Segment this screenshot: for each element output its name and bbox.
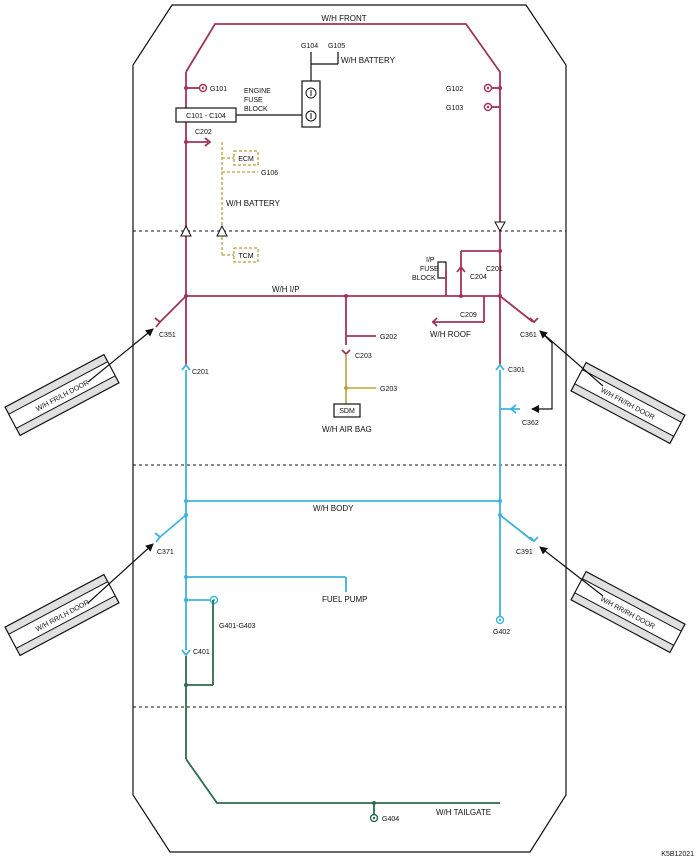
label-wh-front: W/H FRONT bbox=[321, 14, 366, 23]
direction-triangle-right bbox=[494, 221, 506, 233]
label-g104: G104 bbox=[301, 43, 318, 50]
harness-tailgate bbox=[184, 600, 500, 823]
module-tcm bbox=[233, 247, 259, 263]
label-c391: C391 bbox=[516, 549, 533, 556]
vehicle-outline bbox=[132, 4, 567, 853]
label-c201-left: C201 bbox=[192, 369, 209, 376]
ip-fuse-label-3: BLOCK bbox=[412, 275, 436, 282]
label-c371: C371 bbox=[157, 549, 174, 556]
label-wh-battery-mid: W/H BATTERY bbox=[226, 199, 281, 208]
engine-fuse-block bbox=[301, 52, 339, 128]
door-fr-lh: W/H FR/LH DOOR bbox=[4, 328, 154, 437]
engine-fuse-label-1: ENGINE bbox=[244, 88, 271, 95]
label-g101: G101 bbox=[210, 86, 227, 93]
module-sdm bbox=[333, 403, 361, 418]
label-g202: G202 bbox=[380, 334, 397, 341]
label-wh-roof: W/H ROOF bbox=[430, 330, 471, 339]
label-wh-body: W/H BODY bbox=[313, 504, 354, 513]
label-g105: G105 bbox=[328, 43, 345, 50]
harness-battery bbox=[216, 142, 259, 263]
connector-c101-c104-label: C101 - C104 bbox=[186, 113, 226, 120]
label-c203: C203 bbox=[355, 353, 372, 360]
door-rr-rh: W/H RR/RH DOOR bbox=[539, 546, 686, 654]
module-ecm bbox=[233, 150, 259, 166]
label-g103: G103 bbox=[446, 105, 463, 112]
label-wh-airbag: W/H AIR BAG bbox=[322, 425, 372, 434]
harness-front bbox=[180, 23, 506, 365]
label-wh-ip: W/H I/P bbox=[272, 285, 300, 294]
harness-airbag bbox=[333, 354, 376, 418]
label-c361: C361 bbox=[520, 332, 537, 339]
engine-fuse-label-3: BLOCK bbox=[244, 106, 268, 113]
ip-fuse-label-2: FUSE bbox=[420, 266, 439, 273]
label-g203: G203 bbox=[380, 386, 397, 393]
label-c351: C351 bbox=[159, 332, 176, 339]
label-c401: C401 bbox=[193, 649, 210, 656]
label-g401-g403: G401-G403 bbox=[219, 623, 256, 630]
module-sdm-label: SDM bbox=[339, 408, 355, 415]
battery-triangle bbox=[216, 224, 228, 237]
label-g404: G404 bbox=[382, 816, 399, 823]
label-g106: G106 bbox=[261, 170, 278, 177]
door-rr-lh: W/H RR/LH DOOR bbox=[4, 543, 154, 657]
label-g402: G402 bbox=[493, 629, 510, 636]
label-c301-right: C301 bbox=[508, 367, 525, 374]
harness-ip bbox=[154, 261, 539, 365]
direction-triangle-left bbox=[180, 224, 192, 237]
label-wh-battery-top: W/H BATTERY bbox=[341, 56, 396, 65]
label-wh-tailgate: W/H TAILGATE bbox=[436, 808, 491, 817]
label-c209: C209 bbox=[460, 312, 477, 319]
harness-body bbox=[154, 363, 539, 657]
module-ecm-label: ECM bbox=[238, 156, 254, 163]
engine-fuse-label-2: FUSE bbox=[244, 97, 263, 104]
label-c202: C202 bbox=[195, 129, 212, 136]
ip-fuse-label-1: I/P bbox=[426, 257, 435, 264]
label-g102: G102 bbox=[446, 86, 463, 93]
module-tcm-label: TCM bbox=[238, 253, 253, 260]
label-c362: C362 bbox=[522, 420, 539, 427]
figure-id: K5B12021 bbox=[661, 851, 694, 858]
label-c201-right: C201 bbox=[486, 266, 503, 273]
ip-fuse-block bbox=[437, 261, 447, 279]
label-fuel-pump: FUEL PUMP bbox=[322, 595, 368, 604]
door-fr-rh: W/H FR/RH DOOR bbox=[531, 330, 686, 445]
label-c204: C204 bbox=[470, 274, 487, 281]
